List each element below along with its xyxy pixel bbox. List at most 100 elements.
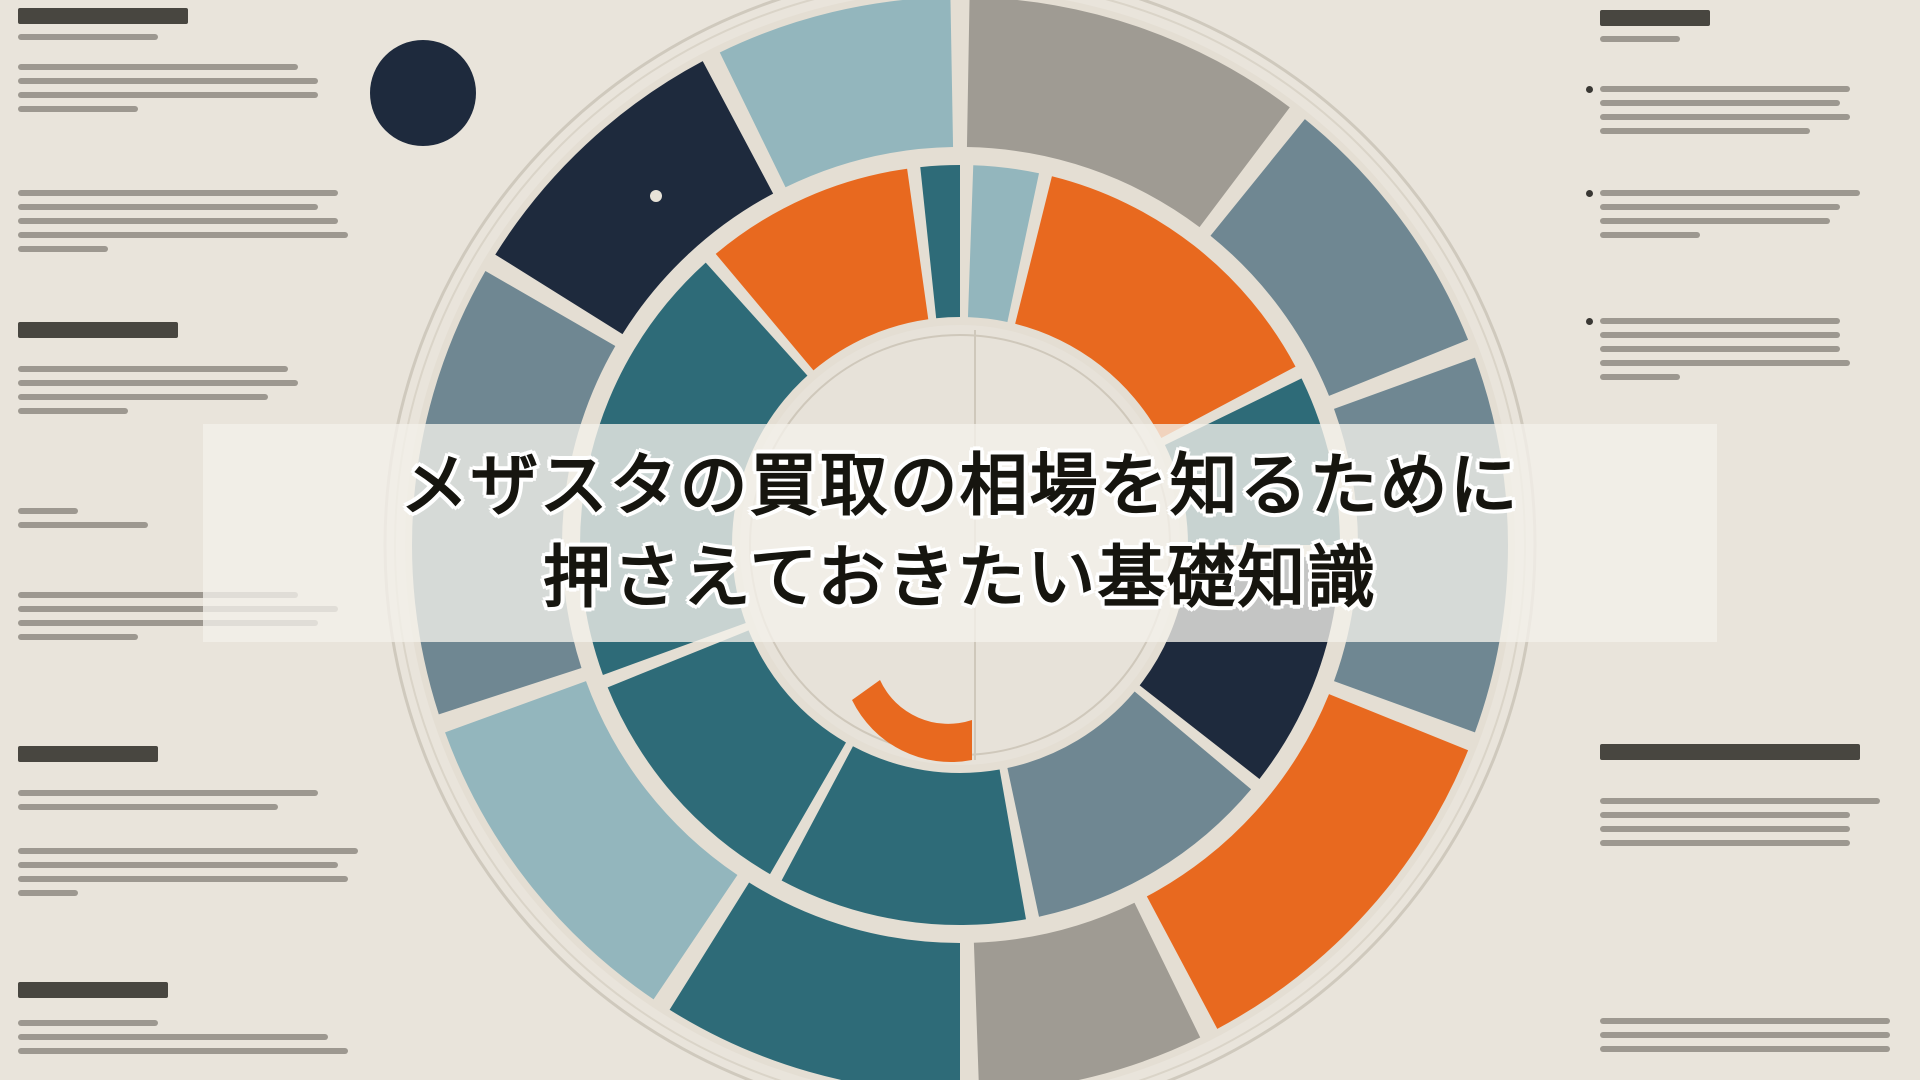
note-line-bar (18, 246, 108, 252)
note-block (1586, 182, 1905, 246)
note-block (1600, 790, 1905, 854)
note-line-bar (18, 804, 278, 810)
note-line-bar (1600, 36, 1680, 42)
note-line-bar (18, 508, 78, 514)
note-block (18, 982, 388, 1008)
note-line-bar (18, 522, 148, 528)
note-line-bar (18, 92, 318, 98)
note-block (18, 182, 388, 260)
outer-segment (1210, 119, 1469, 396)
note-line-bar (18, 876, 348, 882)
bullet-dot-icon (1586, 190, 1593, 197)
note-block (18, 56, 388, 120)
note-line-bar (18, 106, 138, 112)
note-block (1586, 310, 1905, 388)
title-line-1: メザスタの買取の相場を知るために (400, 447, 1520, 526)
note-line-bar (18, 78, 318, 84)
note-line-bar (18, 790, 318, 796)
note-line-bar (18, 232, 348, 238)
note-block (18, 746, 388, 772)
note-line-bar (18, 1020, 158, 1026)
inner-segment (1015, 176, 1296, 438)
note-block (1586, 78, 1905, 142)
outer-segment (973, 902, 1201, 1080)
note-block (18, 322, 388, 348)
note-line-bar (1600, 332, 1840, 338)
note-line-bar (1600, 826, 1850, 832)
note-line-bar (1600, 798, 1880, 804)
note-line-bar (1600, 812, 1850, 818)
title-banner: メザスタの買取の相場を知るために 押さえておきたい基礎知識 (203, 424, 1717, 642)
note-line-bar (18, 218, 338, 224)
bullet-dot-icon (1586, 86, 1593, 93)
inner-segment (920, 165, 960, 319)
outer-segment (495, 61, 774, 335)
note-block (18, 584, 388, 648)
note-line-bar (18, 1048, 348, 1054)
note-block (18, 358, 388, 422)
note-line-bar (18, 380, 298, 386)
note-heading-bar (18, 8, 188, 24)
left-notes-column (18, 0, 388, 1080)
note-heading-bar (1600, 744, 1860, 760)
note-block (1600, 1010, 1905, 1060)
note-line-bar (18, 634, 138, 640)
bullet-dot-icon (1586, 318, 1593, 325)
note-line-bar (1600, 318, 1840, 324)
outer-segments (412, 0, 1509, 1080)
note-block (1600, 744, 1905, 770)
inner-segment (781, 746, 1026, 925)
outer-segment (719, 0, 954, 188)
outer-segment (669, 882, 960, 1080)
outer-segment (1146, 694, 1469, 1029)
note-line-bar (1600, 1046, 1890, 1052)
marker-dot (650, 190, 662, 202)
note-line-bar (1600, 374, 1680, 380)
note-line-bar (1600, 360, 1850, 366)
note-line-bar (1600, 232, 1700, 238)
note-line-bar (1600, 114, 1850, 120)
inner-segment (967, 165, 1040, 322)
note-line-bar (18, 606, 338, 612)
inner-segment (607, 630, 846, 875)
note-line-bar (1600, 840, 1850, 846)
note-line-bar (1600, 1032, 1890, 1038)
note-line-bar (18, 64, 298, 70)
note-line-bar (18, 366, 288, 372)
note-line-bar (18, 848, 358, 854)
note-block (18, 8, 388, 48)
note-line-bar (18, 890, 78, 896)
note-line-bar (1600, 86, 1850, 92)
note-heading-bar (1600, 10, 1710, 26)
note-block (18, 782, 388, 818)
note-line-bar (18, 34, 158, 40)
note-line-bar (1600, 100, 1840, 106)
note-block (18, 500, 388, 536)
note-line-bar (1600, 190, 1860, 196)
inner-segment (715, 168, 929, 371)
outer-segment (445, 681, 738, 1000)
title-line-2: 押さえておきたい基礎知識 (542, 539, 1378, 618)
note-line-bar (18, 394, 268, 400)
note-block (18, 1012, 388, 1062)
note-line-bar (1600, 218, 1830, 224)
note-block (1600, 10, 1905, 50)
note-line-bar (18, 408, 128, 414)
note-heading-bar (18, 322, 178, 338)
right-notes-column (1586, 0, 1905, 1080)
inner-segment (1007, 691, 1252, 917)
note-line-bar (1600, 346, 1840, 352)
note-block (18, 840, 388, 904)
note-line-bar (18, 190, 338, 196)
note-line-bar (18, 1034, 328, 1040)
note-line-bar (18, 862, 338, 868)
outer-segment (966, 0, 1290, 228)
note-heading-bar (18, 746, 158, 762)
corner-badge (370, 40, 476, 146)
note-line-bar (18, 204, 318, 210)
note-line-bar (18, 620, 318, 626)
center-accent (852, 680, 972, 763)
note-line-bar (1600, 128, 1810, 134)
note-line-bar (18, 592, 298, 598)
note-line-bar (1600, 1018, 1890, 1024)
